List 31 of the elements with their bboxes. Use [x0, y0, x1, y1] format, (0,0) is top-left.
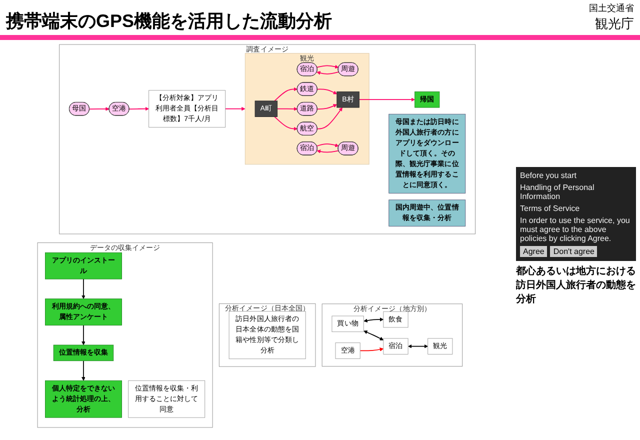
arrow — [363, 330, 384, 340]
arrow — [81, 278, 85, 299]
arrow — [128, 106, 149, 111]
arrow — [408, 344, 428, 348]
arrow — [274, 116, 298, 131]
arrow — [316, 107, 342, 130]
arrow — [316, 88, 337, 94]
arrow — [358, 98, 415, 102]
arrow — [224, 106, 245, 111]
screen-button: Agree — [520, 246, 548, 256]
arrow — [363, 318, 384, 322]
screen-text: In order to use the service, you must agree to the above policies by clicking Agree. — [520, 216, 631, 242]
arrow — [316, 143, 339, 148]
screen-text: Handling of Personal Information — [520, 182, 596, 200]
arrow — [81, 324, 85, 346]
arrow — [274, 87, 298, 102]
title: 携帯端末のGPS機能を活用した流動分析 — [6, 10, 332, 33]
arrow — [316, 64, 338, 69]
screen-text: Terms of Service — [520, 204, 581, 212]
arrow — [88, 107, 110, 111]
arrow — [276, 107, 298, 111]
arrow — [316, 104, 337, 110]
arrow — [316, 71, 339, 75]
arrow — [359, 348, 384, 352]
screen-heading: Before you start — [520, 170, 578, 180]
arrow — [81, 360, 85, 381]
screen-button: Don't agree — [550, 246, 598, 256]
organization-name: 国土交通省 — [589, 2, 634, 15]
caption: 都心あるいは地方における訪日外国人旅行者の動態を分析 — [516, 264, 636, 306]
arrow — [316, 150, 339, 154]
organization-name: 観光庁 — [595, 15, 634, 33]
